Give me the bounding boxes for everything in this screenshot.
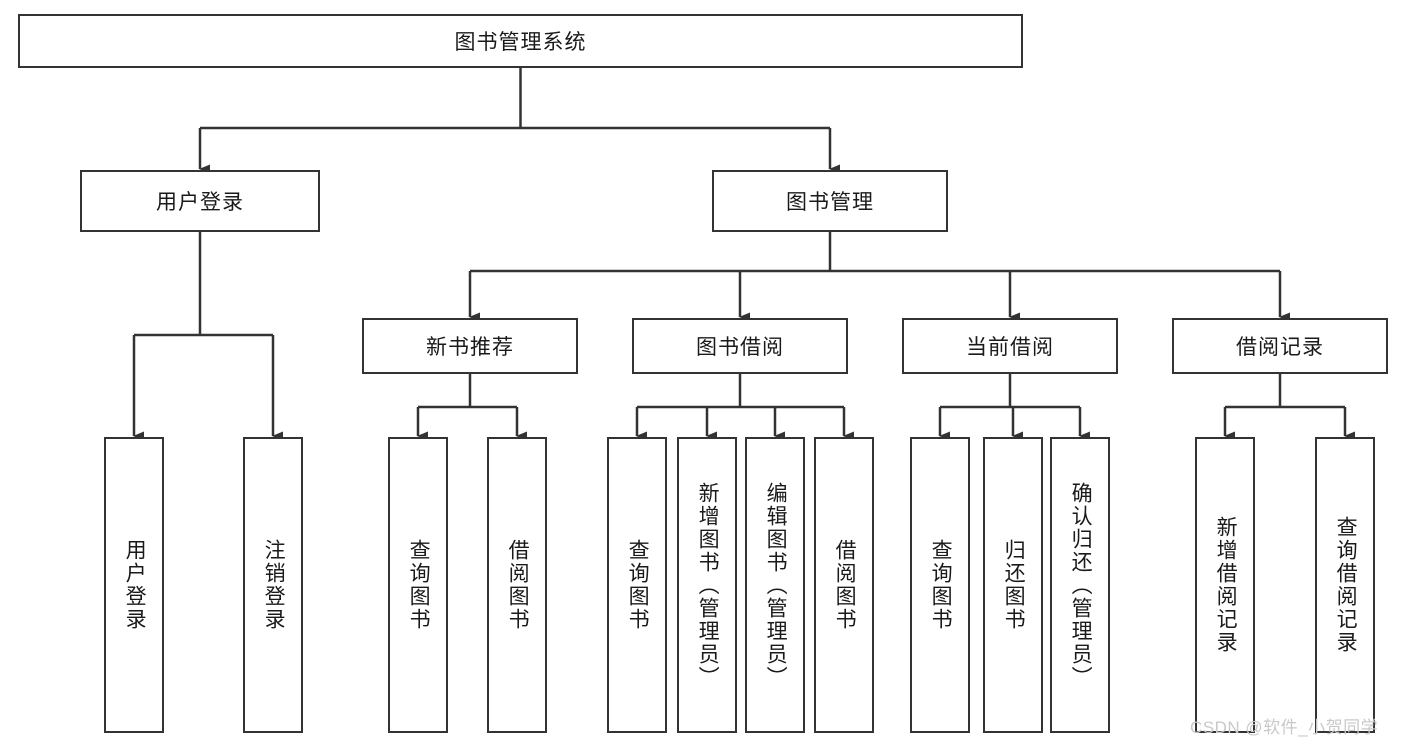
node-leaf-用户登录-注销登录-label: 注销登录 xyxy=(262,539,286,631)
node-leaf-图书借阅-查询图书-label: 查询图书 xyxy=(626,539,650,631)
node-root-图书管理系统[interactable]: 图书管理系统 xyxy=(18,14,1023,68)
node-leaf-图书借阅-借阅图书[interactable]: 借阅图书 xyxy=(814,437,874,733)
node-level2-图书借阅[interactable]: 图书借阅 xyxy=(632,318,848,374)
node-leaf-借阅记录-查询借阅记录-label: 查询借阅记录 xyxy=(1334,516,1358,654)
node-leaf-当前借阅-归还图书[interactable]: 归还图书 xyxy=(983,437,1043,733)
node-leaf-图书借阅-编辑图书管理员[interactable]: 编辑图书（管理员） xyxy=(745,437,805,733)
node-level2-借阅记录-label: 借阅记录 xyxy=(1236,336,1324,359)
node-leaf-当前借阅-查询图书-label: 查询图书 xyxy=(929,539,953,631)
node-leaf-用户登录-注销登录[interactable]: 注销登录 xyxy=(243,437,303,733)
node-level1-图书管理[interactable]: 图书管理 xyxy=(712,170,948,232)
node-leaf-图书借阅-编辑图书管理员-label: 编辑图书（管理员） xyxy=(764,481,788,689)
node-leaf-当前借阅-查询图书[interactable]: 查询图书 xyxy=(910,437,970,733)
node-leaf-借阅记录-新增借阅记录[interactable]: 新增借阅记录 xyxy=(1195,437,1255,733)
node-leaf-新书推荐-查询图书[interactable]: 查询图书 xyxy=(388,437,448,733)
node-root-图书管理系统-label: 图书管理系统 xyxy=(454,31,587,54)
node-level2-当前借阅[interactable]: 当前借阅 xyxy=(902,318,1118,374)
node-level2-当前借阅-label: 当前借阅 xyxy=(966,336,1054,359)
node-level1-用户登录-label: 用户登录 xyxy=(156,191,244,214)
node-level1-用户登录[interactable]: 用户登录 xyxy=(80,170,320,232)
node-leaf-当前借阅-确认归还管理员[interactable]: 确认归还（管理员） xyxy=(1050,437,1110,733)
node-level1-图书管理-label: 图书管理 xyxy=(786,191,874,214)
node-leaf-用户登录-用户登录[interactable]: 用户登录 xyxy=(104,437,164,733)
node-leaf-图书借阅-查询图书[interactable]: 查询图书 xyxy=(607,437,667,733)
node-leaf-借阅记录-新增借阅记录-label: 新增借阅记录 xyxy=(1214,516,1238,654)
node-leaf-当前借阅-确认归还管理员-label: 确认归还（管理员） xyxy=(1069,481,1093,689)
node-level2-新书推荐-label: 新书推荐 xyxy=(426,336,514,359)
node-leaf-新书推荐-借阅图书[interactable]: 借阅图书 xyxy=(487,437,547,733)
node-leaf-图书借阅-借阅图书-label: 借阅图书 xyxy=(833,539,857,631)
node-level2-借阅记录[interactable]: 借阅记录 xyxy=(1172,318,1388,374)
node-leaf-新书推荐-查询图书-label: 查询图书 xyxy=(407,539,431,631)
node-level2-图书借阅-label: 图书借阅 xyxy=(696,336,784,359)
node-leaf-借阅记录-查询借阅记录[interactable]: 查询借阅记录 xyxy=(1315,437,1375,733)
node-level2-新书推荐[interactable]: 新书推荐 xyxy=(362,318,578,374)
node-leaf-图书借阅-新增图书管理员[interactable]: 新增图书（管理员） xyxy=(677,437,737,733)
node-leaf-用户登录-用户登录-label: 用户登录 xyxy=(123,539,147,631)
node-leaf-图书借阅-新增图书管理员-label: 新增图书（管理员） xyxy=(696,481,720,689)
node-leaf-当前借阅-归还图书-label: 归还图书 xyxy=(1002,539,1026,631)
node-leaf-新书推荐-借阅图书-label: 借阅图书 xyxy=(506,539,530,631)
